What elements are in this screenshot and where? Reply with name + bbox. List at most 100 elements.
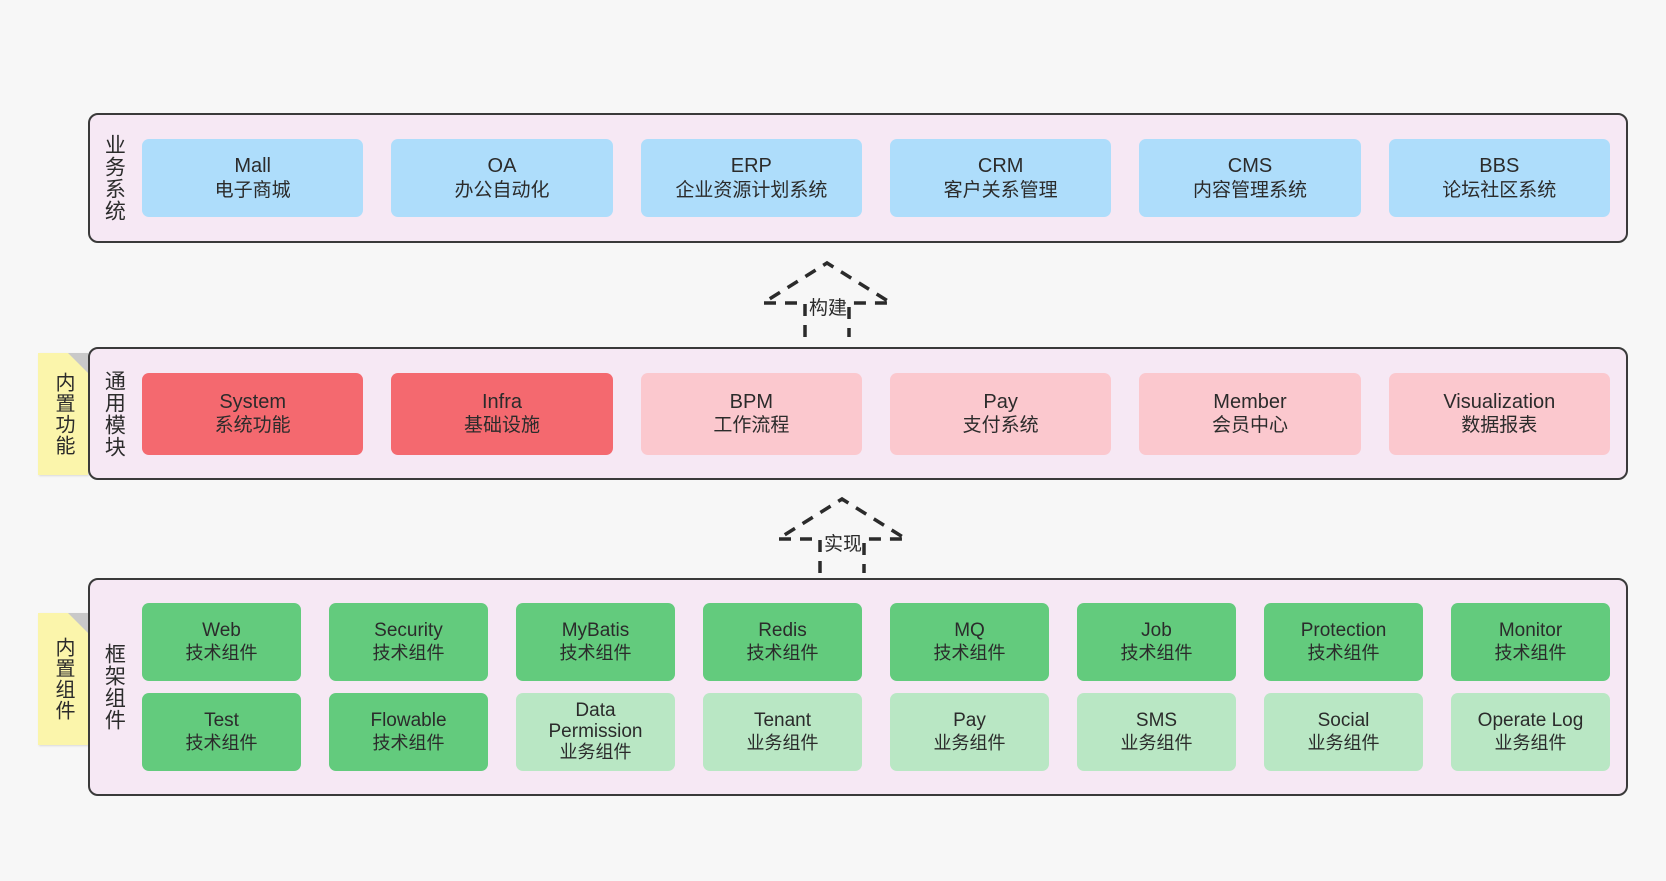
node-label-cn: 技术组件 xyxy=(185,642,258,663)
node-label-cn: 技术组件 xyxy=(746,642,819,663)
node-label-en: Social xyxy=(1317,710,1370,732)
layer-business-system[interactable]: 业务系统 Mall 电子商城 OA 办公自动化 ERP 企业资源计划系统 CRM… xyxy=(88,113,1628,243)
node-label-en: ERP xyxy=(730,155,772,178)
node-label-en: System xyxy=(219,390,286,413)
node-label-en: Member xyxy=(1213,390,1287,413)
node-label-en: Mall xyxy=(234,155,271,178)
node-label-en: SMS xyxy=(1135,710,1178,732)
node-label-cn: 技术组件 xyxy=(933,642,1006,663)
node-label-cn: 业务组件 xyxy=(933,732,1006,753)
node-operate-log[interactable]: Operate Log 业务组件 xyxy=(1451,693,1610,771)
sticky-note-builtin-components: 内置组件 xyxy=(38,613,88,745)
layer-body-common-module: System 系统功能 Infra 基础设施 BPM 工作流程 Pay 支付系统… xyxy=(136,349,1626,478)
node-label-cn: 技术组件 xyxy=(1494,642,1567,663)
node-cms[interactable]: CMS 内容管理系统 xyxy=(1139,139,1361,217)
node-label-en: Operate Log xyxy=(1477,710,1584,732)
node-job[interactable]: Job 技术组件 xyxy=(1077,603,1236,681)
node-label-en: Protection xyxy=(1300,620,1387,642)
node-label-cn: 技术组件 xyxy=(1120,642,1193,663)
node-label-cn: 技术组件 xyxy=(372,732,445,753)
node-data-permission[interactable]: Data Permission 业务组件 xyxy=(516,693,675,771)
node-label-en: Security xyxy=(374,620,443,642)
connector-build-label: 构建 xyxy=(809,298,848,319)
node-protection[interactable]: Protection 技术组件 xyxy=(1264,603,1423,681)
node-label-cn: 支付系统 xyxy=(962,415,1039,437)
node-label-cn: 企业资源计划系统 xyxy=(675,179,828,201)
node-label-en: Pay xyxy=(983,390,1018,413)
node-label-en: Monitor xyxy=(1498,620,1563,642)
node-infra[interactable]: Infra 基础设施 xyxy=(391,372,613,455)
node-label-cn: 业务组件 xyxy=(1307,732,1380,753)
node-label-en: CMS xyxy=(1227,155,1273,178)
node-bbs[interactable]: BBS 论坛社区系统 xyxy=(1388,139,1610,217)
node-label-en: CRM xyxy=(977,155,1024,178)
connector-implement-arrow: 实现 xyxy=(771,495,913,575)
node-mybatis[interactable]: MyBatis 技术组件 xyxy=(516,603,675,681)
node-label-cn: 技术组件 xyxy=(185,732,258,753)
node-label-cn: 办公自动化 xyxy=(454,179,550,201)
layer-common-module[interactable]: 通用模块 System 系统功能 Infra 基础设施 BPM 工作流程 Pay… xyxy=(88,347,1628,480)
sticky-note-builtin-functions: 内置功能 xyxy=(38,353,88,475)
node-label-cn: 技术组件 xyxy=(1307,642,1380,663)
node-web[interactable]: Web 技术组件 xyxy=(142,603,301,681)
node-test[interactable]: Test 技术组件 xyxy=(142,693,301,771)
connector-implement-label: 实现 xyxy=(824,534,863,555)
node-label-cn: 业务组件 xyxy=(1120,732,1193,753)
layer-title-framework-component: 框架组件 xyxy=(102,643,126,731)
node-label-cn: 基础设施 xyxy=(463,415,540,437)
node-label-en: BBS xyxy=(1479,155,1520,178)
node-erp[interactable]: ERP 企业资源计划系统 xyxy=(640,139,862,217)
node-member[interactable]: Member 会员中心 xyxy=(1139,372,1361,455)
node-label-en: Infra xyxy=(481,390,522,413)
node-row: Test 技术组件 Flowable 技术组件 Data Permission … xyxy=(142,693,1610,771)
node-label-cn: 业务组件 xyxy=(559,742,632,763)
node-row: System 系统功能 Infra 基础设施 BPM 工作流程 Pay 支付系统… xyxy=(142,372,1610,455)
node-label-en: Tenant xyxy=(753,710,812,732)
node-mq[interactable]: MQ 技术组件 xyxy=(890,603,1049,681)
node-label-cn: 会员中心 xyxy=(1211,415,1288,437)
node-monitor[interactable]: Monitor 技术组件 xyxy=(1451,603,1610,681)
node-system[interactable]: System 系统功能 xyxy=(142,372,364,455)
node-row: Web 技术组件 Security 技术组件 MyBatis 技术组件 Redi… xyxy=(142,603,1610,681)
node-label-cn: 业务组件 xyxy=(746,732,819,753)
node-label-cn: 业务组件 xyxy=(1494,732,1567,753)
node-label-en: OA xyxy=(487,155,517,178)
node-social[interactable]: Social 业务组件 xyxy=(1264,693,1423,771)
node-mall[interactable]: Mall 电子商城 xyxy=(142,139,364,217)
connector-build-arrow: 构建 xyxy=(756,259,898,339)
node-bpm[interactable]: BPM 工作流程 xyxy=(640,372,862,455)
node-oa[interactable]: OA 办公自动化 xyxy=(391,139,613,217)
node-label-cn: 电子商城 xyxy=(214,179,291,201)
node-label-en: BPM xyxy=(729,390,773,413)
layer-framework-component[interactable]: 框架组件 Web 技术组件 Security 技术组件 MyBatis 技术组件… xyxy=(88,578,1628,796)
node-label-cn: 内容管理系统 xyxy=(1192,179,1307,201)
node-label-cn: 系统功能 xyxy=(214,415,291,437)
node-row: Mall 电子商城 OA 办公自动化 ERP 企业资源计划系统 CRM 客户关系… xyxy=(142,139,1610,217)
node-label-cn: 客户关系管理 xyxy=(943,179,1058,201)
node-pay[interactable]: Pay 支付系统 xyxy=(889,372,1112,455)
node-visualization[interactable]: Visualization 数据报表 xyxy=(1388,372,1610,455)
node-crm[interactable]: CRM 客户关系管理 xyxy=(889,139,1112,217)
node-label-en: Pay xyxy=(953,710,986,732)
node-sms[interactable]: SMS 业务组件 xyxy=(1077,693,1236,771)
node-pay-component[interactable]: Pay 业务组件 xyxy=(890,693,1049,771)
node-security[interactable]: Security 技术组件 xyxy=(329,603,488,681)
node-label-en: Job xyxy=(1141,620,1172,642)
layer-body-business-system: Mall 电子商城 OA 办公自动化 ERP 企业资源计划系统 CRM 客户关系… xyxy=(136,115,1626,241)
node-label-en: Web xyxy=(202,620,241,642)
node-flowable[interactable]: Flowable 技术组件 xyxy=(329,693,488,771)
layer-title-business-system: 业务系统 xyxy=(102,134,126,222)
node-label-en: Test xyxy=(204,710,239,732)
layer-title-common-module: 通用模块 xyxy=(102,369,126,458)
node-label-en: Flowable xyxy=(370,710,447,732)
node-label-en: MQ xyxy=(954,620,985,642)
node-label-en: MyBatis xyxy=(561,620,630,642)
node-label-cn: 技术组件 xyxy=(559,642,632,663)
node-label-en: Redis xyxy=(758,620,807,642)
node-redis[interactable]: Redis 技术组件 xyxy=(703,603,862,681)
node-tenant[interactable]: Tenant 业务组件 xyxy=(703,693,862,771)
node-label-cn: 论坛社区系统 xyxy=(1442,179,1557,201)
node-label-cn: 数据报表 xyxy=(1461,415,1538,437)
node-label-en: Visualization xyxy=(1443,390,1556,413)
